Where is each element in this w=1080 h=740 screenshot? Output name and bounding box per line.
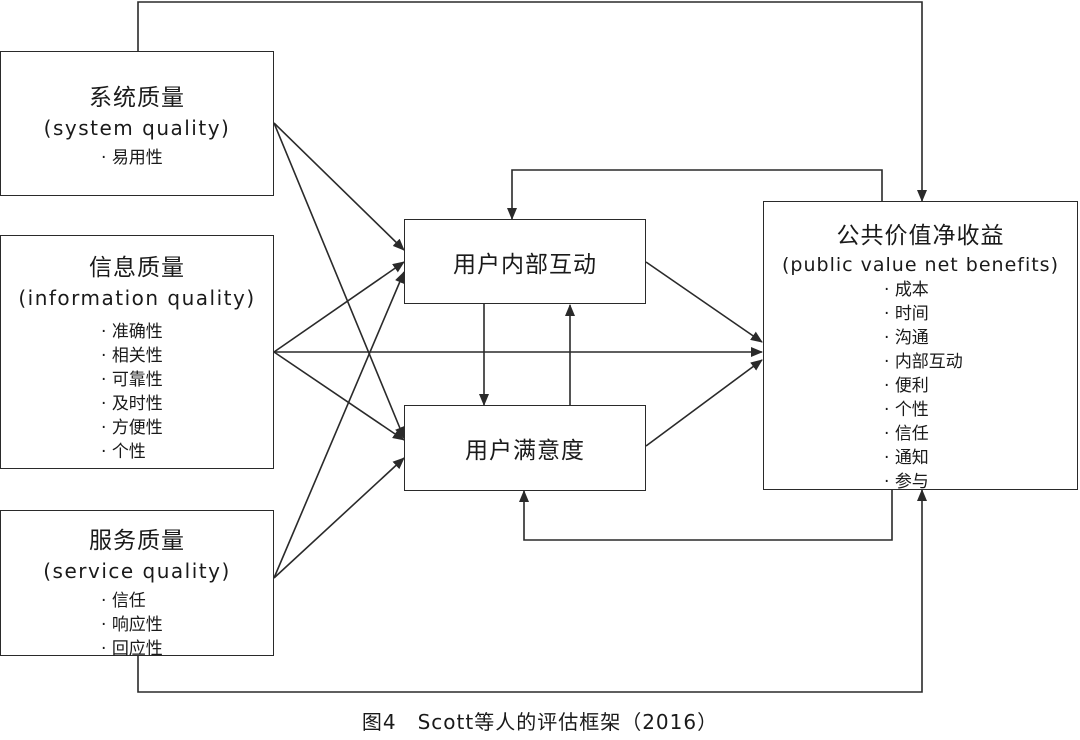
list-item: 通知 xyxy=(884,446,1077,470)
user-interaction-box: 用户内部互动 xyxy=(404,219,646,304)
arrow-service-to-satisfaction xyxy=(273,457,405,579)
list-item: 可靠性 xyxy=(101,368,273,392)
system-quality-box: 系统质量 (system quality) 易用性 xyxy=(0,51,274,196)
arrow-service-to-public-value-bottom xyxy=(137,489,927,693)
arrow-information-to-satisfaction xyxy=(273,351,405,441)
list-item: 个性 xyxy=(884,398,1077,422)
arrow-information-to-interaction xyxy=(273,261,405,353)
system-quality-subtitle: (system quality) xyxy=(43,116,231,140)
user-satisfaction-box: 用户满意度 xyxy=(404,405,646,491)
public-value-box: 公共价值净收益 (public value net benefits) 成本 时… xyxy=(763,201,1078,492)
list-item: 回应性 xyxy=(101,637,273,661)
feedback-public-value-to-interaction xyxy=(507,169,883,220)
list-item: 个性 xyxy=(101,440,273,464)
public-value-items: 成本 时间 沟通 内部互动 便利 个性 信任 通知 参与 xyxy=(884,278,1077,494)
information-quality-items: 准确性 相关性 可靠性 及时性 方便性 个性 xyxy=(101,320,273,464)
public-value-title: 公共价值净收益 xyxy=(836,223,1005,249)
information-quality-subtitle: (information quality) xyxy=(18,286,256,310)
service-quality-title: 服务质量 xyxy=(89,528,185,554)
list-item: 相关性 xyxy=(101,344,273,368)
list-item: 信任 xyxy=(884,422,1077,446)
system-quality-title: 系统质量 xyxy=(89,85,185,111)
list-item: 便利 xyxy=(884,374,1077,398)
arrow-system-to-satisfaction xyxy=(273,122,405,439)
system-quality-items: 易用性 xyxy=(101,146,273,170)
arrow-system-to-interaction xyxy=(273,122,405,251)
arrow-service-to-interaction xyxy=(273,271,405,579)
service-quality-box: 服务质量 (service quality) 信任 响应性 回应性 xyxy=(0,510,274,659)
user-interaction-label: 用户内部互动 xyxy=(453,251,597,278)
list-item: 沟通 xyxy=(884,326,1077,350)
service-quality-subtitle: (service quality) xyxy=(43,559,231,583)
public-value-subtitle: (public value net benefits) xyxy=(782,254,1059,276)
list-item: 方便性 xyxy=(101,416,273,440)
user-satisfaction-label: 用户满意度 xyxy=(465,438,585,464)
feedback-public-value-to-satisfaction xyxy=(519,490,893,541)
list-item: 响应性 xyxy=(101,613,273,637)
list-item: 及时性 xyxy=(101,392,273,416)
list-item: 成本 xyxy=(884,278,1077,302)
arrow-satisfaction-to-public-value xyxy=(645,359,763,447)
arrow-interaction-to-public-value xyxy=(645,261,763,343)
arrow-system-to-public-value-top xyxy=(137,1,927,202)
list-item: 易用性 xyxy=(101,146,273,170)
list-item: 准确性 xyxy=(101,320,273,344)
list-item: 信任 xyxy=(101,589,273,613)
list-item: 参与 xyxy=(884,470,1077,494)
service-quality-items: 信任 响应性 回应性 xyxy=(101,589,273,661)
list-item: 时间 xyxy=(884,302,1077,326)
list-item: 内部互动 xyxy=(884,350,1077,374)
figure-caption: 图4 Scott等人的评估框架（2016） xyxy=(361,710,719,734)
information-quality-box: 信息质量 (information quality) 准确性 相关性 可靠性 及… xyxy=(0,235,274,469)
information-quality-title: 信息质量 xyxy=(89,255,185,281)
